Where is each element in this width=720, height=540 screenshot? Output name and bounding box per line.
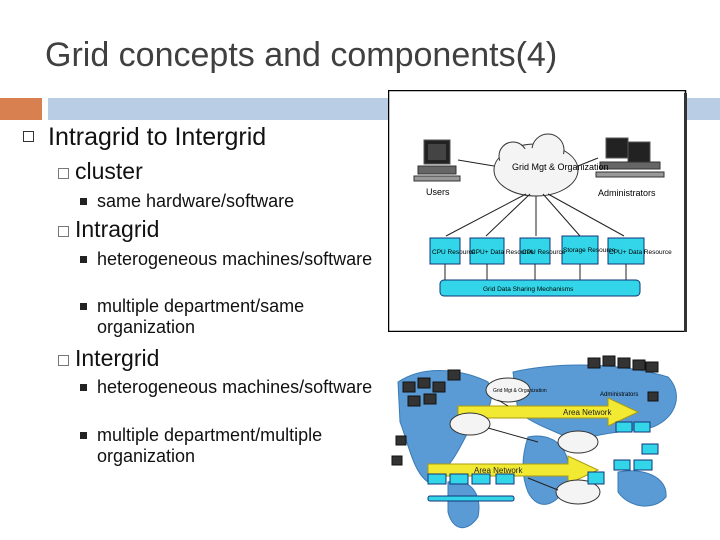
intragrid-diagram: Users Administrators Grid Mgt & Organiza… <box>388 90 688 334</box>
admin-computers-icon <box>595 137 665 178</box>
data-sharing-bar <box>439 264 641 297</box>
square-bullet-icon <box>23 131 34 142</box>
filled-bullet-icon <box>80 432 87 439</box>
filled-bullet-icon <box>80 198 87 205</box>
intergrid-map-diagram: Area Network Area Network Grid Mgt & Org… <box>388 332 688 537</box>
square-bullet-icon <box>58 226 69 237</box>
square-bullet-icon <box>58 168 69 179</box>
intragrid-item: multiple department/same organization <box>97 296 305 337</box>
intergrid-item: heterogeneous machines/software <box>97 377 373 397</box>
grid-mgt-label: Grid Mgt & Organization <box>493 388 547 394</box>
resource-boxes <box>429 235 645 265</box>
square-bullet-icon <box>58 355 69 366</box>
intergrid-label: Intergrid <box>75 345 160 371</box>
resource-label: CPU+ Data Resource <box>609 249 672 256</box>
data-sharing-label: Grid Data Sharing Mechanisms <box>483 286 574 293</box>
administrators-label: Administrators <box>598 188 656 198</box>
resource-label: CPU Resource <box>432 249 476 256</box>
intragrid-label: Intragrid <box>75 216 160 242</box>
connection-arrows <box>445 157 625 237</box>
resource-label: CPU+ Data Resource <box>471 249 534 256</box>
accent-bar <box>0 98 42 120</box>
slide-title: Grid concepts and components(4) <box>45 36 558 74</box>
grid-mgt-cloud-icons <box>449 377 601 505</box>
filled-bullet-icon <box>80 384 87 391</box>
network-label: Area Network <box>474 466 523 475</box>
users-label: Users <box>426 187 450 197</box>
main-bullet: Intragrid to Intergrid <box>48 123 267 151</box>
filled-bullet-icon <box>80 303 87 310</box>
administrators-label: Administrators <box>600 392 638 398</box>
computer-cluster-icons <box>391 355 659 466</box>
cluster-label: cluster <box>75 158 143 184</box>
resource-boxes <box>427 421 659 502</box>
intergrid-item: multiple department/multiple organizatio… <box>97 425 323 466</box>
intragrid-item: heterogeneous machines/software <box>97 249 373 269</box>
grid-mgt-label: Grid Mgt & Organization <box>512 162 609 172</box>
grid-mgt-cloud-icon <box>493 133 579 197</box>
resource-label: Storage Resource <box>563 247 616 254</box>
filled-bullet-icon <box>80 256 87 263</box>
users-computer-icon <box>413 139 461 182</box>
resource-label: CPU Resource <box>522 249 566 256</box>
cluster-item: same hardware/software <box>97 191 295 211</box>
network-label: Area Network <box>563 408 612 417</box>
